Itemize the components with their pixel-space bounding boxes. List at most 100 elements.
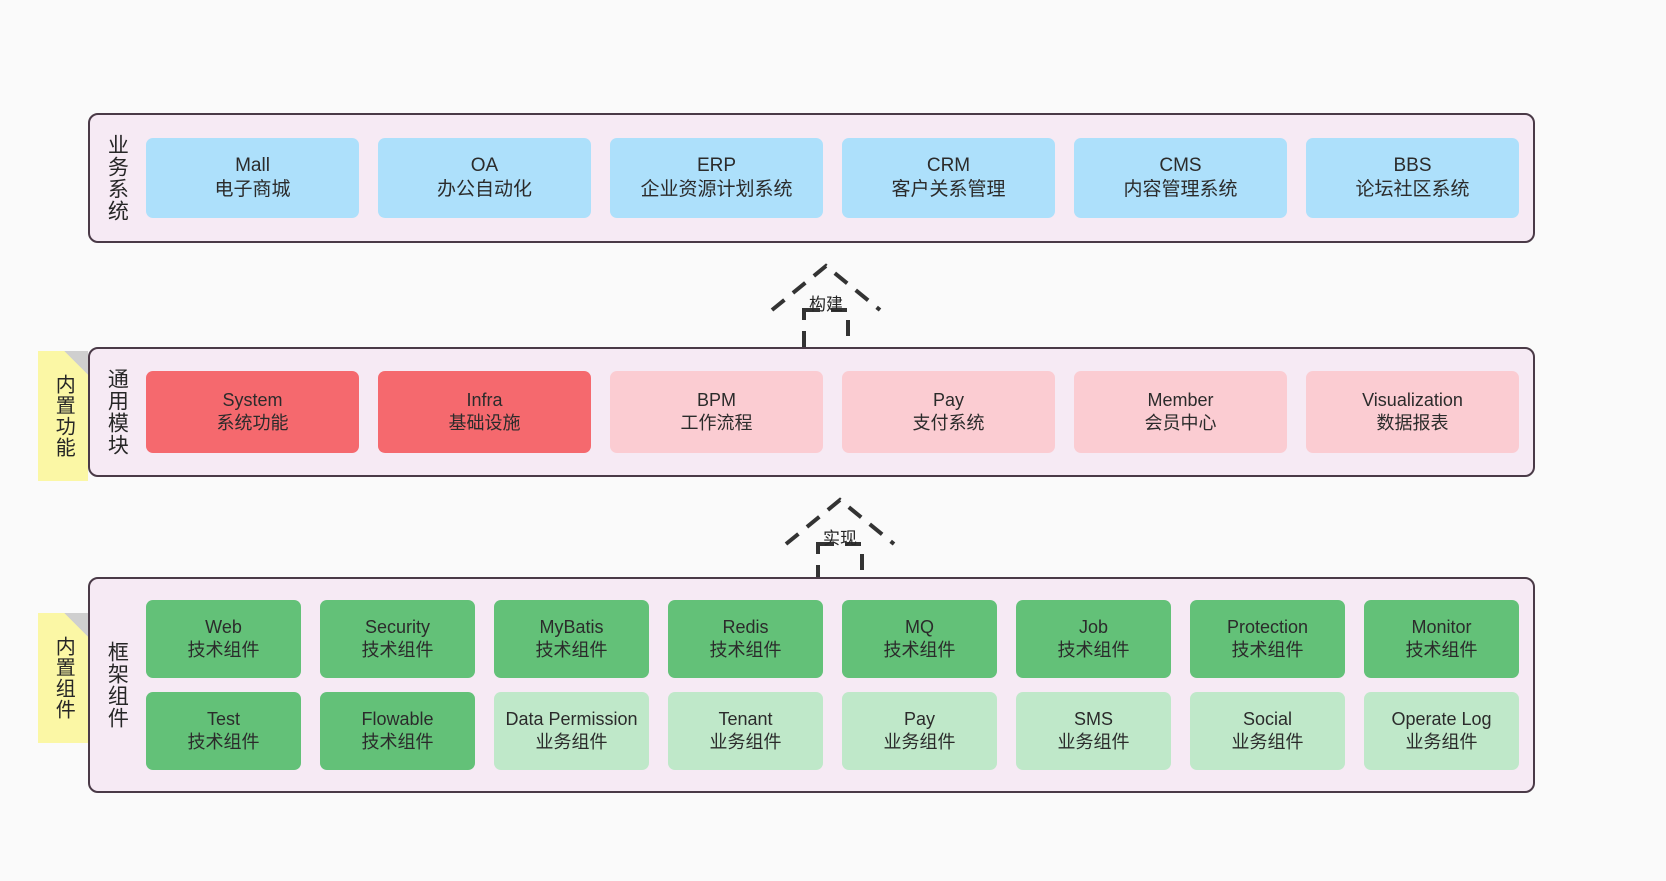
sticky-note-builtin-components: 内置组件 xyxy=(38,613,88,743)
card-title: MyBatis xyxy=(539,617,604,638)
card-subtitle: 支付系统 xyxy=(912,413,985,433)
card-title: Pay xyxy=(932,390,965,411)
card-redis[interactable]: Redis 技术组件 xyxy=(668,600,823,678)
card-title: Social xyxy=(1242,709,1293,730)
card-title: Test xyxy=(206,709,240,730)
card-title: Operate Log xyxy=(1391,709,1492,730)
card-test[interactable]: Test 技术组件 xyxy=(146,692,301,770)
card-title: Data Permission xyxy=(505,709,638,730)
card-title: Pay xyxy=(903,709,936,730)
card-subtitle: 业务组件 xyxy=(883,732,956,752)
card-pay-module[interactable]: Pay 支付系统 xyxy=(842,371,1055,453)
card-visualization[interactable]: Visualization 数据报表 xyxy=(1306,371,1519,453)
card-title: Flowable xyxy=(361,709,434,730)
card-subtitle: 论坛社区系统 xyxy=(1355,179,1470,200)
layer-body-business-systems: Mall 电子商城 OA 办公自动化 ERP 企业资源计划系统 CRM 客户关系… xyxy=(142,115,1533,241)
card-cms[interactable]: CMS 内容管理系统 xyxy=(1074,138,1287,218)
card-title: BBS xyxy=(1393,155,1432,177)
card-subtitle: 内容管理系统 xyxy=(1123,179,1238,200)
layer-title-business-systems: 业务系统 xyxy=(105,134,129,222)
card-title: Tenant xyxy=(718,709,773,730)
layer-title-common-modules: 通用模块 xyxy=(105,368,129,456)
card-title: BPM xyxy=(696,390,736,411)
card-title: MQ xyxy=(905,617,934,638)
sticky-note-label: 内置功能 xyxy=(52,374,75,458)
card-title: Security xyxy=(364,617,431,638)
card-protection[interactable]: Protection 技术组件 xyxy=(1190,600,1345,678)
framework-biz-row: Test 技术组件 Flowable 技术组件 Data Permission … xyxy=(146,692,1519,770)
card-subtitle: 技术组件 xyxy=(187,640,260,660)
layer-body-framework-components: Web 技术组件 Security 技术组件 MyBatis 技术组件 Redi… xyxy=(142,579,1533,791)
card-subtitle: 会员中心 xyxy=(1144,413,1217,433)
card-subtitle: 业务组件 xyxy=(1057,732,1130,752)
card-system[interactable]: System 系统功能 xyxy=(146,371,359,453)
card-title: Visualization xyxy=(1362,390,1463,411)
card-bpm[interactable]: BPM 工作流程 xyxy=(610,371,823,453)
build-arrow-head xyxy=(770,263,882,312)
card-member[interactable]: Member 会员中心 xyxy=(1074,371,1287,453)
card-oa[interactable]: OA 办公自动化 xyxy=(378,138,591,218)
card-title: CRM xyxy=(926,155,971,177)
layer-framework-components: 框架组件 Web 技术组件 Security 技术组件 MyBatis 技术组件… xyxy=(88,577,1535,793)
card-bbs[interactable]: BBS 论坛社区系统 xyxy=(1306,138,1519,218)
layer-title-framework-components: 框架组件 xyxy=(105,641,129,729)
card-flowable[interactable]: Flowable 技术组件 xyxy=(320,692,475,770)
sticky-note-label: 内置组件 xyxy=(52,636,75,720)
card-title: Redis xyxy=(722,617,769,638)
layer-common-modules: 通用模块 System 系统功能 Infra 基础设施 BPM 工作流程 Pay xyxy=(88,347,1535,477)
card-subtitle: 电子商城 xyxy=(214,179,291,200)
note-fold-corner xyxy=(64,613,88,637)
connector-implement: 实现 xyxy=(766,492,914,588)
card-subtitle: 技术组件 xyxy=(361,640,434,660)
card-subtitle: 业务组件 xyxy=(1231,732,1304,752)
card-subtitle: 技术组件 xyxy=(883,640,956,660)
card-title: Member xyxy=(1147,390,1214,411)
card-subtitle: 技术组件 xyxy=(535,640,608,660)
layer-business-systems: 业务系统 Mall 电子商城 OA 办公自动化 ERP 企业资源计划系统 CRM xyxy=(88,113,1535,243)
card-subtitle: 企业资源计划系统 xyxy=(640,179,793,200)
card-crm[interactable]: CRM 客户关系管理 xyxy=(842,138,1055,218)
card-title: Job xyxy=(1078,617,1109,638)
card-title: System xyxy=(222,390,283,411)
card-security[interactable]: Security 技术组件 xyxy=(320,600,475,678)
implement-arrow-head xyxy=(784,497,896,546)
card-data-permission[interactable]: Data Permission 业务组件 xyxy=(494,692,649,770)
card-title: CMS xyxy=(1159,155,1202,177)
card-title: Protection xyxy=(1226,617,1309,638)
card-subtitle: 工作流程 xyxy=(680,413,753,433)
card-mq[interactable]: MQ 技术组件 xyxy=(842,600,997,678)
card-sms[interactable]: SMS 业务组件 xyxy=(1016,692,1171,770)
card-subtitle: 技术组件 xyxy=(361,732,434,752)
build-arrow-shaft xyxy=(802,308,850,354)
card-title: Mall xyxy=(235,155,270,177)
card-subtitle: 基础设施 xyxy=(448,413,521,433)
card-mall[interactable]: Mall 电子商城 xyxy=(146,138,359,218)
card-mybatis[interactable]: MyBatis 技术组件 xyxy=(494,600,649,678)
card-subtitle: 数据报表 xyxy=(1376,413,1449,433)
layer-body-common-modules: System 系统功能 Infra 基础设施 BPM 工作流程 Pay 支付系统… xyxy=(142,349,1533,475)
card-title: ERP xyxy=(696,155,737,177)
card-subtitle: 办公自动化 xyxy=(436,179,532,200)
card-title: SMS xyxy=(1073,709,1113,730)
card-title: Infra xyxy=(466,390,503,411)
card-job[interactable]: Job 技术组件 xyxy=(1016,600,1171,678)
card-social[interactable]: Social 业务组件 xyxy=(1190,692,1345,770)
card-erp[interactable]: ERP 企业资源计划系统 xyxy=(610,138,823,218)
card-title: Web xyxy=(205,617,242,638)
card-subtitle: 系统功能 xyxy=(216,413,289,433)
card-subtitle: 业务组件 xyxy=(1405,732,1478,752)
card-subtitle: 技术组件 xyxy=(709,640,782,660)
connector-build: 构建 xyxy=(752,258,900,354)
framework-tech-row: Web 技术组件 Security 技术组件 MyBatis 技术组件 Redi… xyxy=(146,600,1519,678)
card-tenant[interactable]: Tenant 业务组件 xyxy=(668,692,823,770)
card-subtitle: 技术组件 xyxy=(1231,640,1304,660)
card-operate-log[interactable]: Operate Log 业务组件 xyxy=(1364,692,1519,770)
card-subtitle: 业务组件 xyxy=(535,732,608,752)
card-monitor[interactable]: Monitor 技术组件 xyxy=(1364,600,1519,678)
card-subtitle: 业务组件 xyxy=(709,732,782,752)
card-infra[interactable]: Infra 基础设施 xyxy=(378,371,591,453)
card-web[interactable]: Web 技术组件 xyxy=(146,600,301,678)
card-pay-component[interactable]: Pay 业务组件 xyxy=(842,692,997,770)
card-title: Monitor xyxy=(1411,617,1472,638)
